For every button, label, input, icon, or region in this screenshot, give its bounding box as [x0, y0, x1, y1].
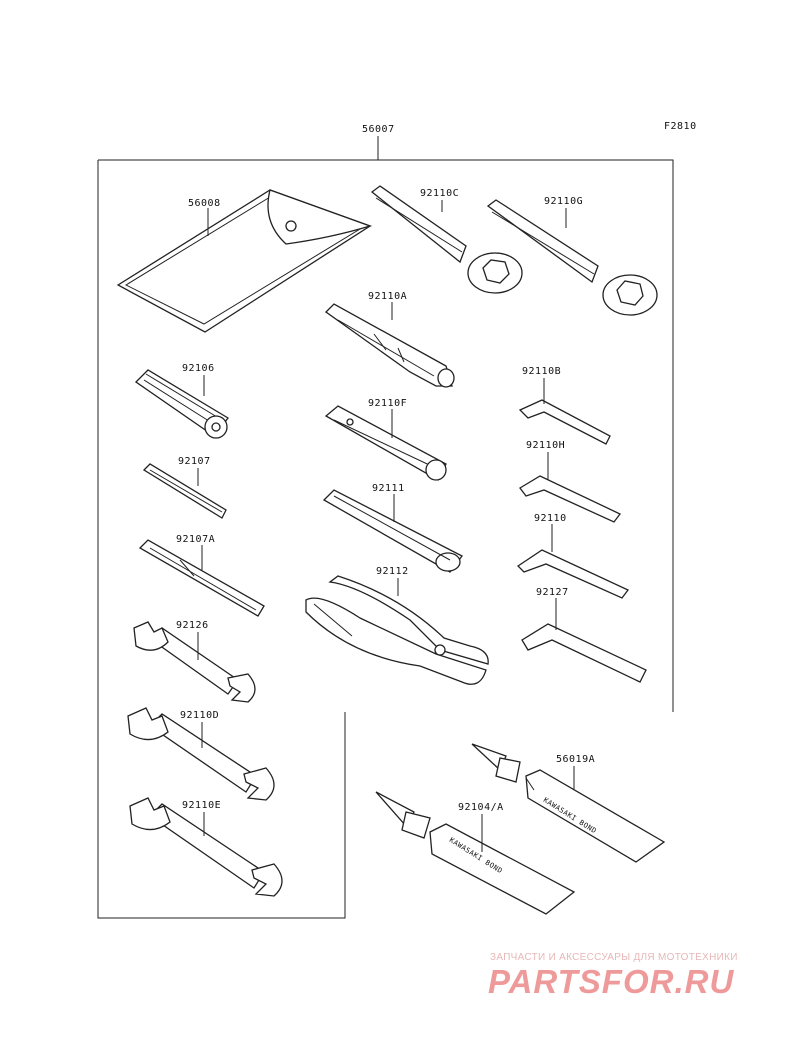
watermark-subtitle: ЗАПЧАСТИ И АКСЕССУАРЫ ДЛЯ МОТОТЕХНИКИ [490, 952, 738, 963]
tube-92104A [375, 791, 576, 915]
box-spanner-92110F [324, 405, 447, 481]
spanner-92126 [133, 621, 256, 703]
socket-92110A [324, 303, 455, 388]
figure-code: F2810 [664, 121, 697, 132]
part-label-92104A: 92104/A [458, 802, 504, 813]
tube-56019A [471, 743, 666, 863]
part-label-92110B: 92110B [522, 366, 562, 377]
watermark-brand: PARTSFOR.RU [488, 963, 735, 1000]
part-label-92111: 92111 [372, 483, 405, 494]
part-label-92126: 92126 [176, 620, 209, 631]
part-label-92107A: 92107A [176, 534, 216, 545]
part-label-92110F: 92110F [368, 398, 408, 409]
part-label-92127: 92127 [536, 587, 569, 598]
part-label-92106: 92106 [182, 363, 215, 374]
kit-label: 56007 [362, 124, 395, 135]
part-label-92110H: 92110H [526, 440, 566, 451]
part-label-92110E: 92110E [182, 800, 222, 811]
part-label-92107: 92107 [178, 456, 211, 467]
screwdriver-92107A [138, 539, 265, 617]
spanner-92110E [129, 797, 283, 897]
handle-92111 [322, 489, 463, 573]
ring-spanner-92110C [370, 185, 523, 294]
hex-key-92127 [521, 623, 647, 683]
part-label-56008: 56008 [188, 198, 221, 209]
kit-outline-lower [97, 160, 346, 919]
hex-key-92110H [519, 475, 621, 523]
part-label-92110G: 92110G [544, 196, 584, 207]
tool-pouch-56008 [116, 189, 373, 333]
ring-spanner-92110G [486, 199, 658, 316]
hex-key-92110B [518, 399, 611, 445]
kit-outline [98, 159, 674, 712]
spanner-92110D [127, 707, 275, 801]
part-label-92110D: 92110D [180, 710, 220, 721]
handle-92106 [134, 369, 229, 439]
part-label-92110A: 92110A [368, 291, 408, 302]
part-label-56019A: 56019A [556, 754, 596, 765]
part-label-92112: 92112 [376, 566, 409, 577]
screwdriver-92107 [142, 463, 227, 519]
leader-lines [197, 136, 575, 852]
hex-key-92110 [516, 549, 630, 599]
pliers-92112 [305, 575, 489, 685]
part-label-92110C: 92110C [420, 188, 460, 199]
part-label-92110: 92110 [534, 513, 567, 524]
